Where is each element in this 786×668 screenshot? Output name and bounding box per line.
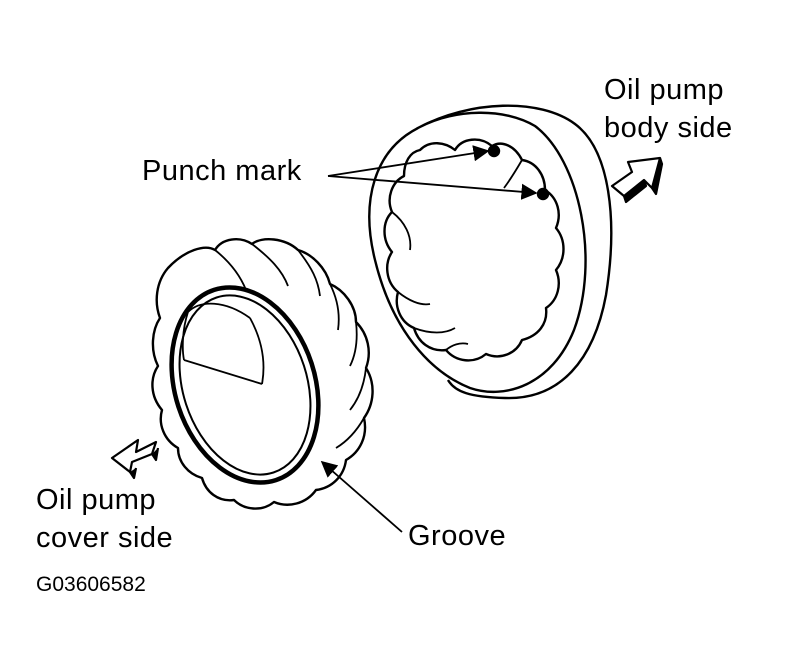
- outer-rotor-recess: [391, 159, 523, 351]
- punch-mark-label: Punch mark: [142, 155, 302, 187]
- figure-code: G03606582: [36, 573, 146, 596]
- outer-rotor-inner-lobes: [383, 138, 565, 362]
- groove-ring-inner: [178, 294, 312, 476]
- punch-mark-dot-2: [536, 187, 550, 201]
- punch-mark-leader-2: [327, 175, 538, 200]
- cover-side-label-line1: Oil pump: [36, 484, 157, 516]
- body-side-label-line2: body side: [604, 112, 733, 144]
- groove-leader: [320, 460, 403, 533]
- inner-rotor-ridges: [214, 243, 367, 449]
- inner-rotor: [151, 238, 374, 510]
- groove-label: Groove: [408, 520, 507, 552]
- leader-lines: [320, 145, 538, 533]
- cover-side-label-line2: cover side: [36, 522, 174, 554]
- outer-rotor-face: [368, 111, 587, 394]
- outer-rotor-rim: [417, 104, 613, 400]
- body-side-label-line1: Oil pump: [604, 74, 725, 106]
- groove-ring-outer: [169, 285, 321, 485]
- inner-rotor-bore: [181, 302, 265, 385]
- outer-rotor: [368, 104, 613, 400]
- punch-mark-dot-1: [487, 144, 501, 158]
- cover-side-arrow: [110, 438, 160, 480]
- body-side-arrow: [610, 156, 664, 204]
- punch-mark-leader-1: [327, 145, 490, 177]
